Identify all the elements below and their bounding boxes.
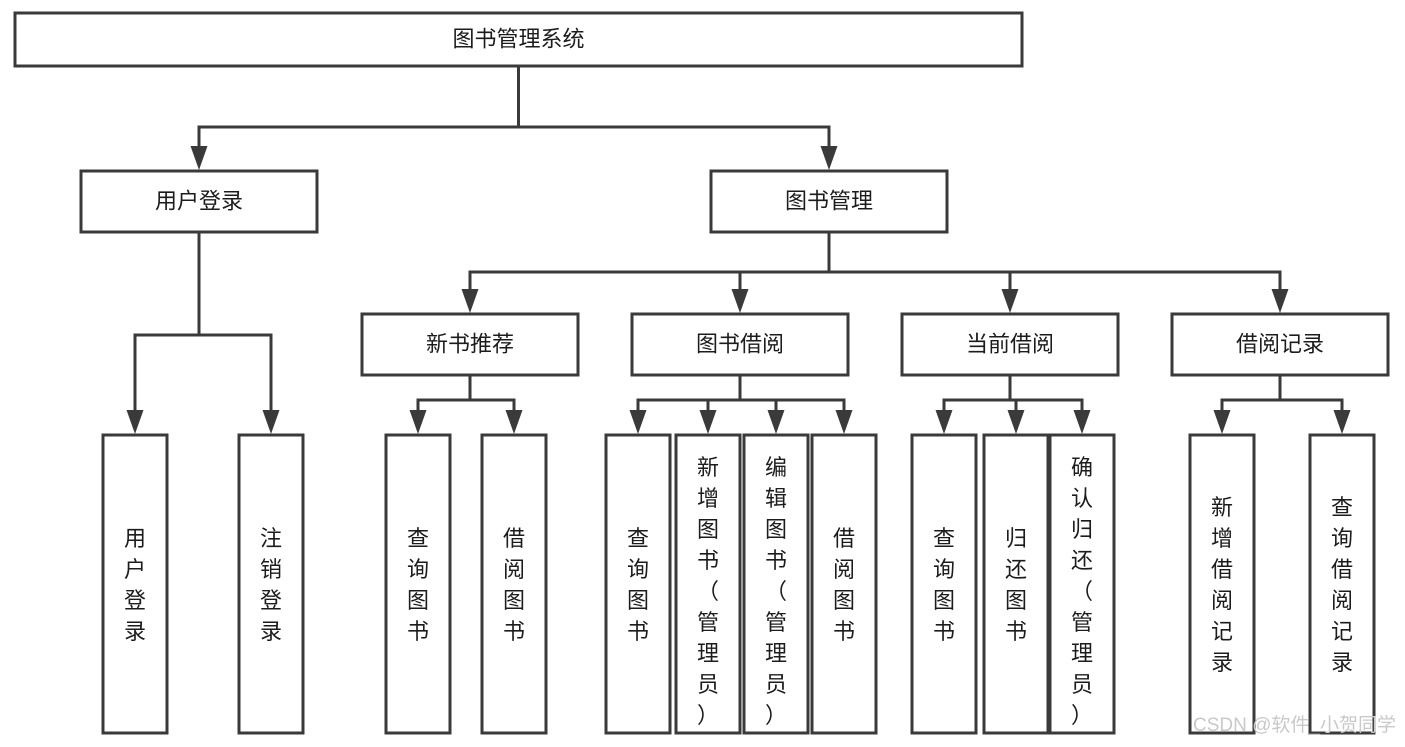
connector-root-to-book — [517, 66, 838, 170]
node-label: 新书推荐 — [426, 331, 514, 356]
node-leaf-br-add[interactable]: 新增图书（管理员） — [674, 433, 742, 735]
node-label: 查询借阅记录 — [1331, 495, 1353, 675]
connector-record-to-add — [1213, 375, 1282, 434]
connector-root-to-user — [190, 66, 520, 170]
node-leaf-user-login[interactable]: 用户登录 — [101, 433, 169, 735]
node-box — [900, 312, 1120, 377]
connector-newbook-to-query — [409, 375, 472, 434]
node-l1-user[interactable]: 用户登录 — [79, 169, 319, 234]
node-label: 图书借阅 — [696, 331, 784, 356]
connector-borrow-to-query — [629, 375, 742, 434]
node-l1-book[interactable]: 图书管理 — [709, 169, 949, 234]
node-box — [1188, 433, 1256, 735]
connector-borrow-to-borrowbook — [738, 375, 853, 434]
node-box — [101, 433, 169, 735]
node-label: 查询图书 — [933, 526, 955, 644]
connector-borrow-to-edit — [738, 375, 785, 434]
node-leaf-br-edit[interactable]: 编辑图书（管理员） — [742, 433, 810, 735]
node-box — [360, 312, 580, 377]
node-layer: 图书管理系统用户登录图书管理新书推荐图书借阅当前借阅借阅记录用户登录注销登录查询… — [13, 11, 1390, 735]
connector-record-to-query — [1278, 375, 1351, 434]
connector-user-to-logout — [197, 232, 280, 434]
node-box — [910, 433, 978, 735]
node-box — [1048, 433, 1116, 735]
node-l2-borrow[interactable]: 图书借阅 — [630, 312, 850, 377]
node-box — [604, 433, 672, 735]
node-l2-newbook[interactable]: 新书推荐 — [360, 312, 580, 377]
node-leaf-new-query[interactable]: 查询图书 — [384, 433, 452, 735]
node-box — [1308, 433, 1376, 735]
node-box — [384, 433, 452, 735]
node-leaf-user-logout[interactable]: 注销登录 — [237, 433, 305, 735]
node-box — [674, 433, 742, 735]
node-leaf-cu-query[interactable]: 查询图书 — [910, 433, 978, 735]
connector-borrow-to-add — [699, 375, 742, 434]
node-box — [79, 169, 319, 234]
csdn-watermark: CSDN @软件_小贺同学 — [1193, 714, 1396, 736]
node-label: 图书管理 — [785, 188, 873, 213]
node-root[interactable]: 图书管理系统 — [13, 11, 1024, 68]
connector-book-to-borrow — [731, 232, 831, 313]
node-label: 借阅记录 — [1236, 331, 1324, 356]
node-leaf-rec-add[interactable]: 新增借阅记录 — [1188, 433, 1256, 735]
node-label: 用户登录 — [155, 188, 243, 213]
node-l2-record[interactable]: 借阅记录 — [1170, 312, 1390, 377]
node-label: 查询图书 — [627, 526, 649, 644]
node-label: 归还图书 — [1005, 526, 1027, 644]
node-l2-current[interactable]: 当前借阅 — [900, 312, 1120, 377]
connector-layer — [126, 66, 1351, 434]
node-leaf-new-borrow[interactable]: 借阅图书 — [480, 433, 548, 735]
node-label: 注销登录 — [260, 526, 282, 644]
connector-user-to-login — [126, 232, 201, 434]
connector-current-to-query — [935, 375, 1012, 434]
node-box — [13, 11, 1024, 68]
connector-current-to-confirm — [1008, 375, 1091, 434]
node-leaf-br-query[interactable]: 查询图书 — [604, 433, 672, 735]
node-leaf-br-borrow[interactable]: 借阅图书 — [810, 433, 878, 735]
node-label: 新增借阅记录 — [1211, 495, 1233, 675]
node-label: 借阅图书 — [833, 526, 855, 644]
node-box — [480, 433, 548, 735]
node-label: 查询图书 — [407, 526, 429, 644]
node-label: 用户登录 — [124, 526, 146, 644]
node-box — [810, 433, 878, 735]
node-leaf-rec-query[interactable]: 查询借阅记录 — [1308, 433, 1376, 735]
node-box — [1170, 312, 1390, 377]
node-label: 当前借阅 — [966, 331, 1054, 356]
node-box — [982, 433, 1050, 735]
connector-newbook-to-borrow — [468, 375, 523, 434]
node-label: 编辑图书（管理员） — [765, 455, 787, 728]
node-label: 借阅图书 — [503, 526, 525, 644]
node-box — [630, 312, 850, 377]
node-leaf-cu-return[interactable]: 归还图书 — [982, 433, 1050, 735]
node-box — [237, 433, 305, 735]
node-leaf-cu-confirm[interactable]: 确认归还（管理员） — [1048, 433, 1116, 735]
node-label: 图书管理系统 — [452, 26, 584, 51]
node-label: 确认归还（管理员） — [1071, 455, 1093, 728]
node-label: 新增图书（管理员） — [697, 455, 719, 728]
connector-book-to-record — [827, 232, 1289, 313]
node-box — [742, 433, 810, 735]
node-box — [709, 169, 949, 234]
